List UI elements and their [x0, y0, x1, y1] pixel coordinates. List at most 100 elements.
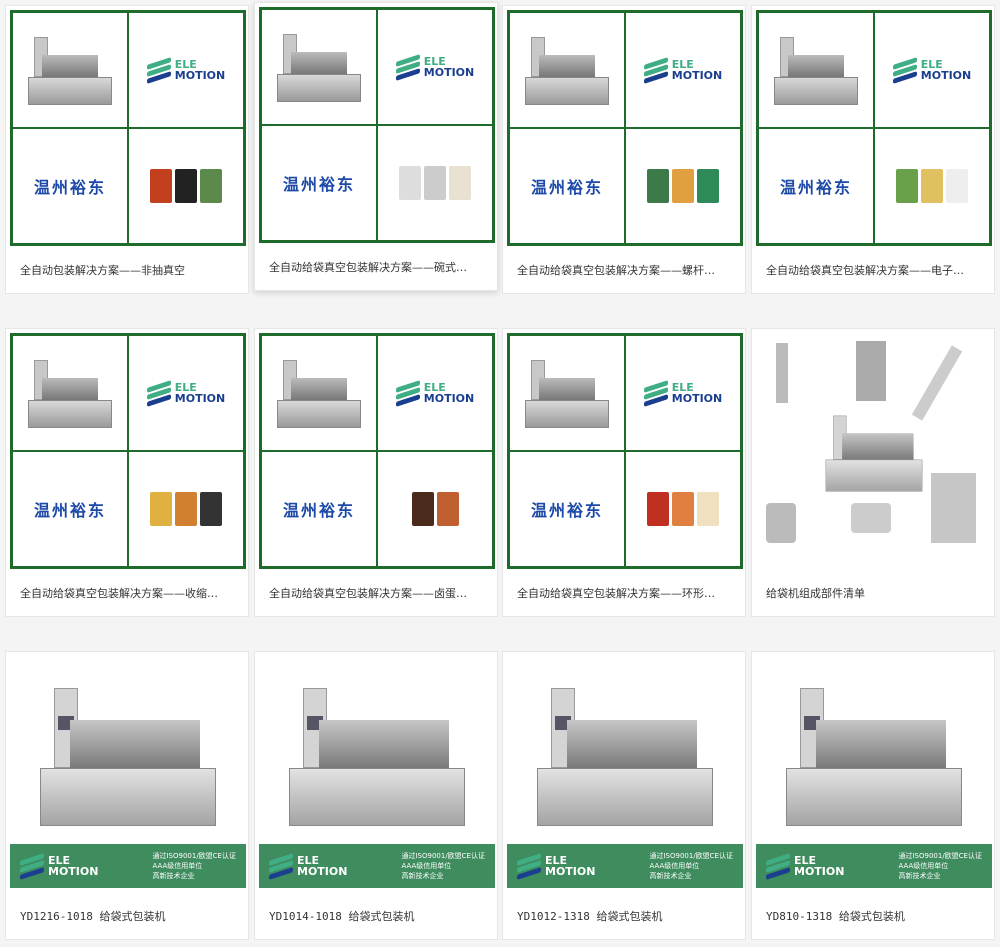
- machine-image[interactable]: [10, 656, 246, 892]
- logo-text-top: ELE: [48, 854, 71, 867]
- parts-list-title[interactable]: 给袋机组成部件清单: [766, 587, 865, 600]
- logo-text-top: ELE: [174, 381, 197, 394]
- logo-text-bottom: MOTION: [423, 392, 475, 405]
- company-name-cn: 温州裕东: [530, 178, 603, 197]
- parts-image[interactable]: [756, 333, 992, 569]
- solution-title[interactable]: 全自动给袋真空包装解决方案——碗式…: [269, 261, 467, 274]
- logo-mark-icon: [146, 57, 171, 84]
- machine-title[interactable]: YD810-1318 给袋式包装机: [766, 910, 905, 923]
- logo-text-bottom: MOTION: [174, 69, 226, 82]
- company-name-cn: 温州裕东: [33, 501, 106, 520]
- solution-title[interactable]: 全自动给袋真空包装解决方案——环形…: [517, 587, 715, 600]
- product-samples: [128, 451, 244, 567]
- machine-title[interactable]: YD1216-1018 给袋式包装机: [20, 910, 166, 923]
- logo-mark-icon: [892, 57, 917, 84]
- cert-line: 高新技术企业: [649, 872, 692, 880]
- certifications: 通过ISO9001/欧盟CE认证 AAA级信用单位高新技术企业: [152, 851, 236, 881]
- logo-text-top: ELE: [794, 854, 817, 867]
- logo-text-bottom: MOTION: [671, 69, 723, 82]
- logo-text-top: ELE: [174, 58, 197, 71]
- logo-mark-icon: [643, 57, 668, 84]
- logo-text-bottom: MOTION: [48, 865, 99, 878]
- solution-title[interactable]: 全自动给袋真空包装解决方案——收缩…: [20, 587, 218, 600]
- machine-title[interactable]: YD1012-1318 给袋式包装机: [517, 910, 663, 923]
- company-name-cn: 温州裕东: [779, 178, 852, 197]
- parts-list-card[interactable]: 给袋机组成部件清单: [751, 328, 995, 617]
- company-name-cn: 温州裕东: [282, 501, 355, 520]
- solution-title[interactable]: 全自动给袋真空包装解决方案——螺杆…: [517, 264, 715, 277]
- logo-text-bottom: MOTION: [671, 392, 723, 405]
- machine-image: [261, 335, 377, 451]
- company-name-cn: 温州裕东: [530, 501, 603, 520]
- solution-title[interactable]: 全自动包装解决方案——非抽真空: [20, 264, 185, 277]
- logo-mark-icon: [20, 853, 44, 880]
- logo-mark-icon: [269, 853, 293, 880]
- cert-line: 通过ISO9001/欧盟CE认证: [898, 852, 982, 860]
- cert-line: 通过ISO9001/欧盟CE认证: [649, 852, 733, 860]
- cert-line: 高新技术企业: [152, 872, 195, 880]
- logo-text-bottom: MOTION: [545, 865, 596, 878]
- logo-mark-icon: [643, 380, 668, 407]
- logo-text-bottom: MOTION: [174, 392, 226, 405]
- cert-line: AAA级信用单位: [649, 862, 700, 870]
- certifications: 通过ISO9001/欧盟CE认证 AAA级信用单位高新技术企业: [649, 851, 733, 881]
- cert-line: AAA级信用单位: [898, 862, 949, 870]
- logo-text-top: ELE: [297, 854, 320, 867]
- logo-text-top: ELE: [671, 58, 694, 71]
- logo-text-bottom: MOTION: [794, 865, 845, 878]
- product-samples: [625, 128, 741, 244]
- machine-title[interactable]: YD1014-1018 给袋式包装机: [269, 910, 415, 923]
- solution-title[interactable]: 全自动给袋真空包装解决方案——卤蛋…: [269, 587, 467, 600]
- cert-line: 通过ISO9001/欧盟CE认证: [152, 852, 236, 860]
- logo-text-top: ELE: [423, 55, 446, 68]
- logo-mark-icon: [146, 380, 171, 407]
- company-name-cn: 温州裕东: [282, 175, 355, 194]
- cert-line: 高新技术企业: [401, 872, 444, 880]
- logo-text-bottom: MOTION: [920, 69, 972, 82]
- machine-image: [12, 335, 128, 451]
- product-samples: [874, 128, 990, 244]
- product-samples: [377, 125, 493, 241]
- solution-title[interactable]: 全自动给袋真空包装解决方案——电子…: [766, 264, 964, 277]
- logo-text-bottom: MOTION: [423, 66, 475, 79]
- machine-image: [758, 12, 874, 128]
- logo-mark-icon: [517, 853, 541, 880]
- cert-line: AAA级信用单位: [401, 862, 452, 870]
- machine-image: [12, 12, 128, 128]
- cert-line: AAA级信用单位: [152, 862, 203, 870]
- product-samples: [128, 128, 244, 244]
- logo-mark-icon: [766, 853, 790, 880]
